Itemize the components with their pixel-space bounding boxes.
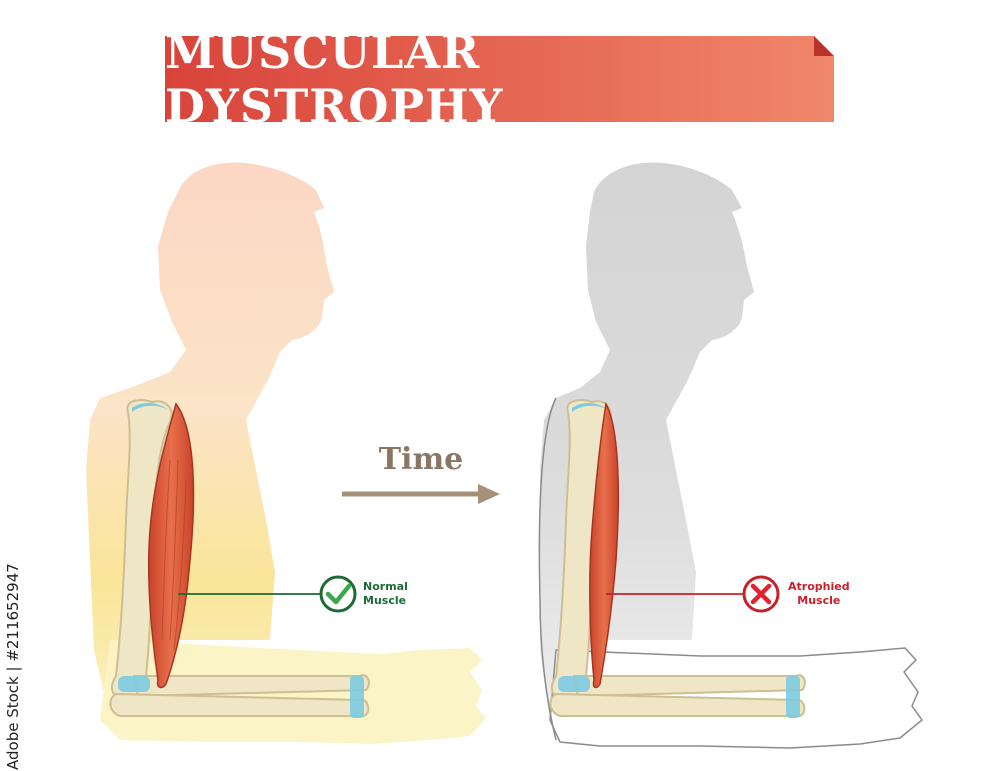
cross-icon bbox=[750, 583, 772, 605]
healthy-ulna-bone bbox=[109, 692, 370, 717]
title-banner bbox=[165, 36, 834, 122]
healthy-wrist-cartilage bbox=[350, 676, 364, 718]
healthy-elbow-cartilage bbox=[118, 676, 150, 692]
healthy-shoulder-cartilage bbox=[132, 403, 168, 412]
time-arrow bbox=[342, 484, 500, 504]
affected-figure bbox=[538, 162, 924, 749]
check-icon bbox=[325, 583, 352, 605]
stock-id-watermark: Adobe Stock | #211652947 bbox=[4, 563, 22, 770]
affected-ulna-bone bbox=[549, 692, 806, 717]
arrow-right-icon bbox=[478, 484, 500, 504]
normal-label-line2: Muscle bbox=[363, 594, 407, 607]
healthy-biceps-muscle bbox=[147, 402, 195, 689]
atrophied-muscle-label: Atrophied Muscle bbox=[788, 580, 850, 608]
healthy-figure bbox=[86, 162, 486, 744]
normal-label-line1: Normal bbox=[363, 580, 408, 593]
normal-muscle-callout bbox=[178, 575, 357, 613]
affected-upper-arm-outline bbox=[538, 397, 557, 741]
affected-wrist-cartilage bbox=[786, 676, 800, 718]
time-label: Time bbox=[378, 442, 464, 477]
atrophied-label-line1: Atrophied bbox=[788, 580, 850, 593]
atrophied-label-line2: Muscle bbox=[797, 594, 841, 607]
affected-radius-bone bbox=[572, 674, 806, 698]
normal-muscle-label: Normal Muscle bbox=[363, 580, 408, 608]
page-title: MUSCULAR DYSTROPHY bbox=[165, 25, 504, 133]
affected-elbow-cartilage bbox=[558, 676, 590, 692]
healthy-radius-bone bbox=[132, 674, 370, 698]
healthy-muscle-fibers bbox=[161, 459, 187, 651]
affected-shoulder-cartilage bbox=[572, 403, 608, 412]
atrophied-muscle-callout bbox=[606, 575, 780, 613]
check-circle bbox=[319, 575, 357, 613]
atrophied-biceps-muscle bbox=[589, 401, 620, 689]
